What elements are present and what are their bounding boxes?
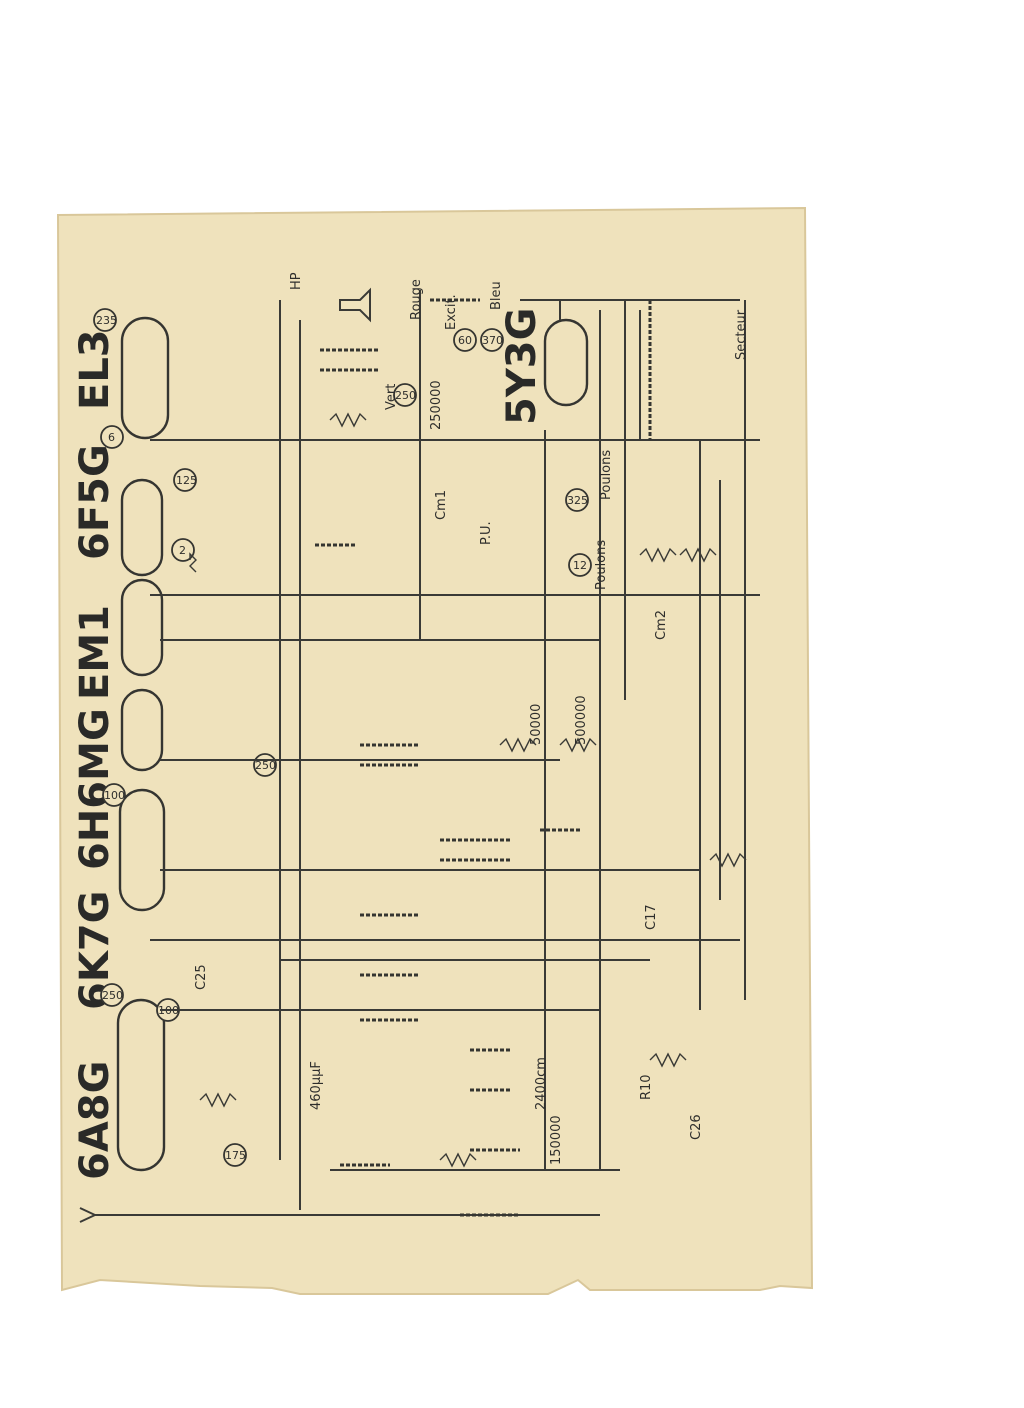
svg-text:Bleu: Bleu	[489, 281, 504, 310]
svg-text:Rouge: Rouge	[409, 279, 424, 320]
tube-label-6a8g: 6A8G	[72, 1061, 118, 1180]
svg-text:C17: C17	[644, 904, 659, 930]
svg-text:460μμF: 460μμF	[309, 1061, 324, 1110]
svg-text:250: 250	[395, 389, 416, 402]
svg-text:500000: 500000	[574, 695, 589, 745]
svg-text:Cm2: Cm2	[654, 610, 669, 640]
svg-text:60: 60	[458, 334, 472, 347]
tube-label-el3: EL3	[72, 329, 118, 410]
svg-text:235: 235	[96, 314, 117, 327]
antenna-icon	[79, 1207, 96, 1223]
paper	[56, 206, 814, 1295]
svg-text:250000: 250000	[429, 380, 444, 430]
tube-6a8g	[116, 998, 166, 1172]
svg-text:Cm1: Cm1	[434, 490, 449, 520]
svg-text:125: 125	[176, 474, 197, 487]
svg-text:Secteur: Secteur	[734, 309, 749, 360]
component-labels: R10 C26 150000 500000 50000 250000 HP Ex…	[194, 272, 749, 1165]
svg-text:325: 325	[567, 494, 588, 507]
svg-text:C26: C26	[689, 1114, 704, 1140]
svg-text:250: 250	[102, 989, 123, 1002]
svg-text:12: 12	[573, 559, 587, 572]
tube-el3	[120, 316, 170, 440]
speaker-icon	[339, 287, 371, 323]
tube-5y3g	[543, 318, 589, 407]
tube-6h6mg	[120, 688, 164, 772]
svg-text:R10: R10	[639, 1074, 654, 1100]
svg-text:100: 100	[104, 789, 125, 802]
svg-text:2400cm: 2400cm	[534, 1057, 549, 1110]
voltage-markers: 235 6 125 2 250 100 250 100 175 12 325 6…	[93, 308, 592, 1167]
svg-text:370: 370	[482, 334, 503, 347]
svg-text:Vert: Vert	[384, 384, 399, 410]
svg-text:175: 175	[225, 1149, 246, 1162]
tube-6f5g	[120, 478, 164, 577]
svg-text:P.U.: P.U.	[479, 521, 494, 545]
svg-text:250: 250	[255, 759, 276, 772]
svg-text:2: 2	[179, 544, 186, 557]
tube-label-5y3g: 5Y3G	[499, 308, 545, 425]
svg-text:150000: 150000	[549, 1115, 564, 1165]
svg-text:C25: C25	[194, 964, 209, 990]
svg-text:Excit.: Excit.	[444, 294, 459, 330]
svg-text:HP: HP	[289, 272, 304, 290]
wiring	[95, 290, 760, 1216]
svg-text:50000: 50000	[529, 704, 544, 745]
coils	[315, 298, 652, 1217]
svg-text:Poulons: Poulons	[599, 450, 614, 500]
tube-symbols	[116, 316, 589, 1172]
tube-label-em1: EM1	[72, 605, 118, 700]
svg-text:6: 6	[108, 431, 115, 444]
tube-label-6f5g: 6F5G	[72, 444, 118, 560]
tube-6k7g	[118, 788, 166, 912]
svg-text:Poulons: Poulons	[594, 540, 609, 590]
tube-em1	[120, 578, 164, 677]
